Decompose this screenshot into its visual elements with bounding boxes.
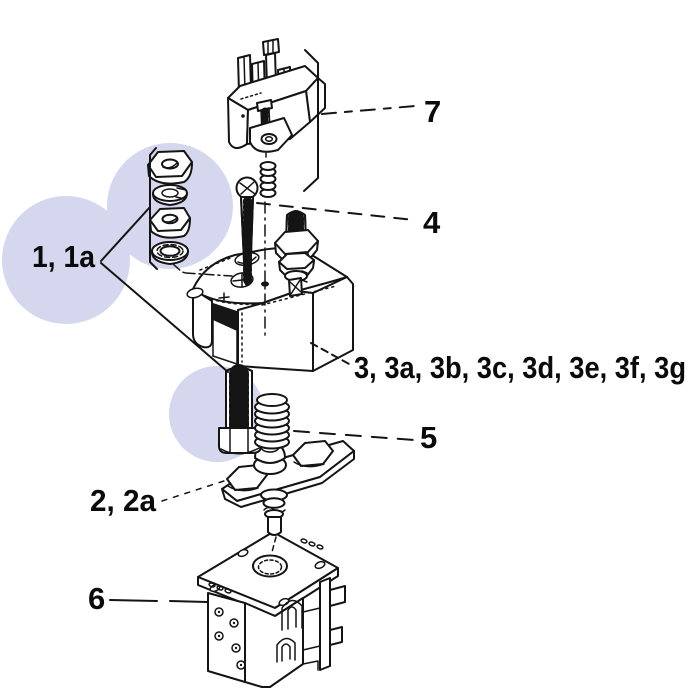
- callout-4: 4: [423, 205, 441, 240]
- leader-line-5: [293, 430, 415, 441]
- bracket-line-7: [303, 49, 319, 192]
- part-4-screw: [235, 176, 259, 286]
- callout-7: 7: [424, 94, 441, 129]
- leader-line-4: [256, 202, 415, 221]
- callout-5: 5: [420, 420, 437, 455]
- part-5-contact-spring: [254, 393, 290, 450]
- callout-labels: 1, 1a 2, 2a 3, 3a, 3b, 3c, 3d, 3e, 3f, 3…: [32, 94, 686, 616]
- leader-line-7: [321, 105, 416, 115]
- leader-line-3: [310, 342, 352, 366]
- callout-3-3a-3g: 3, 3a, 3b, 3c, 3d, 3e, 3f, 3g: [354, 350, 686, 385]
- bracket-line-1: [149, 147, 233, 277]
- leader-line-6: [109, 599, 208, 603]
- leader-line-1: [100, 206, 229, 373]
- leader-line-2: [161, 479, 228, 502]
- callout-1-1a: 1, 1a: [32, 239, 96, 274]
- callout-2-2a: 2, 2a: [90, 483, 157, 518]
- highlight-circle-label-1: [2, 196, 130, 324]
- terminal-stud-and-nuts: [274, 210, 319, 297]
- embossed-marks: [208, 538, 324, 594]
- callout-6: 6: [88, 581, 105, 616]
- small-return-spring: [259, 161, 277, 198]
- part-1-nut-washer-stack: [147, 150, 193, 265]
- part-7-contactor-cover: [227, 38, 326, 153]
- assembly-axis-line: [264, 151, 267, 339]
- part-2-contact-bridge: [221, 439, 355, 553]
- hex-bolt: [218, 364, 262, 455]
- part-6-coil-base-unit: [197, 531, 346, 688]
